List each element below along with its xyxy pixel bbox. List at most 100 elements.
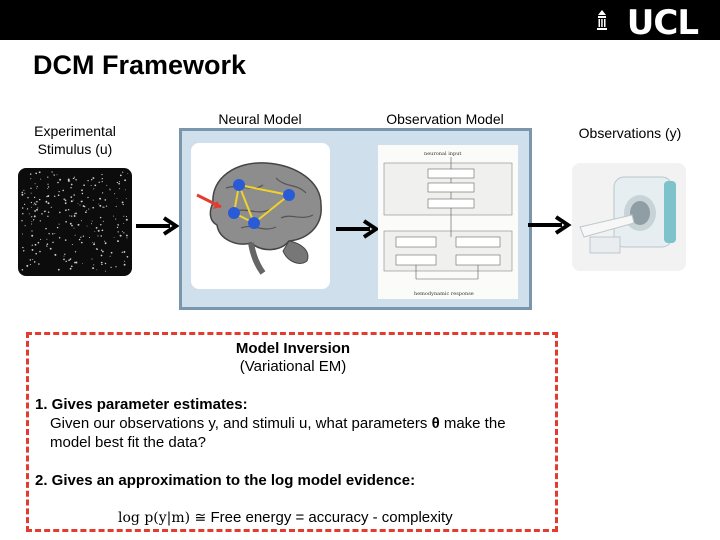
stimulus-dot [125,198,127,199]
stimulus-dot [116,226,119,229]
stimulus-dot [74,251,77,253]
stimulus-dot [51,171,53,173]
observations-label: Observations (y) [578,125,682,141]
stimulus-dot [39,198,41,201]
obs-diagram-bottom: hemodynamic response [414,291,474,297]
obs-diagram-top: neuronal input [424,151,461,157]
stimulus-dot [75,212,77,215]
stimulus-dot [119,174,122,177]
stimulus-dot [118,182,120,185]
stimulus-dot [50,206,52,208]
stimulus-dot [79,204,81,206]
stimulus-dot [101,192,104,194]
stimulus-dot [100,254,103,257]
inversion-subtitle: (Variational EM) [239,358,347,375]
stimulus-dot [75,179,77,181]
stimulus-dot [36,186,38,188]
stimulus-dot [96,248,98,251]
stimulus-dot [43,210,46,213]
stimulus-dot [29,173,32,175]
stimulus-dot [75,261,78,264]
stimulus-dot [70,187,72,189]
stimulus-dot [30,192,32,194]
arrow-neural-to-observation [336,219,380,239]
stimulus-dot [69,215,71,217]
stimulus-dot [40,238,42,240]
stimulus-dot [101,229,104,232]
stimulus-dot [29,264,31,266]
stimulus-dot [23,250,25,252]
stimulus-dot [123,250,126,253]
node-1 [233,179,245,191]
stimulus-dot [58,223,60,225]
stimulus-dot [57,268,60,271]
stimulus-dot [29,259,32,261]
free-energy-equation: log p(y|m) ≅ Free energy = accuracy - co… [118,509,453,526]
stimulus-dot [62,189,64,192]
stimulus-dot [119,234,122,237]
stimulus-dot [27,197,29,199]
stimulus-dot [31,230,33,232]
stimulus-dot [35,252,37,255]
stimulus-label: Experimental Stimulus (u) [20,122,130,158]
stimulus-dot [121,251,123,253]
stimulus-dot [102,220,104,222]
stimulus-dot [92,199,94,201]
stimulus-dot [30,187,32,189]
stimulus-dot [68,259,70,262]
stimulus-dot [104,242,107,245]
stimulus-dot [74,261,76,264]
stimulus-dot [99,204,102,207]
stimulus-dot [82,205,85,207]
stimulus-dot [126,237,128,239]
stimulus-dot [45,227,47,230]
stimulus-image [18,168,132,276]
stimulus-dot [70,196,73,198]
stimulus-dot [124,179,126,182]
stimulus-dot [64,239,67,241]
stimulus-dot [109,255,111,257]
stimulus-dot [93,264,95,266]
observation-model-diagram: neuronal input hemodynamic response [378,145,518,299]
stimulus-dot [71,243,73,246]
hemodynamic-flowchart: neuronal input hemodynamic response [383,151,513,297]
stimulus-dot [31,244,33,246]
stimulus-dot [122,171,124,173]
stimulus-dot [113,237,115,238]
stimulus-dot [70,265,73,268]
stimulus-dot [73,215,76,218]
stimulus-dot [81,200,83,202]
stimulus-dot [32,219,35,221]
stimulus-dot [73,194,75,196]
stimulus-dot [109,189,111,191]
stimulus-dot [90,223,93,225]
model-inversion-box [26,332,558,532]
stimulus-dot [39,220,41,222]
stimulus-dot [77,223,80,226]
stimulus-dot [115,205,117,207]
mri-scanner-image [572,163,686,271]
stimulus-dot [88,236,91,239]
stimulus-dot [30,178,32,180]
stimulus-dot [54,233,56,235]
mri-scanner-icon [579,176,676,254]
stimulus-dot [87,196,89,199]
stimulus-dot [77,203,79,204]
stimulus-dot [28,213,30,215]
stimulus-dot [110,266,112,269]
stimulus-dot [72,178,74,180]
stimulus-dot [65,260,67,263]
stimulus-dot [94,184,97,187]
stimulus-dot [126,255,129,258]
stimulus-dot [92,242,94,243]
stimulus-dot [80,241,83,244]
stimulus-dot [87,179,89,182]
stimulus-dot [65,209,67,212]
stimulus-dot [22,212,24,215]
stimulus-dot [35,172,38,175]
stimulus-dot [46,238,48,240]
stimulus-dot [51,233,54,235]
stimulus-dot [122,231,124,233]
stimulus-dot [74,234,76,236]
theta-symbol: θ [431,415,440,432]
